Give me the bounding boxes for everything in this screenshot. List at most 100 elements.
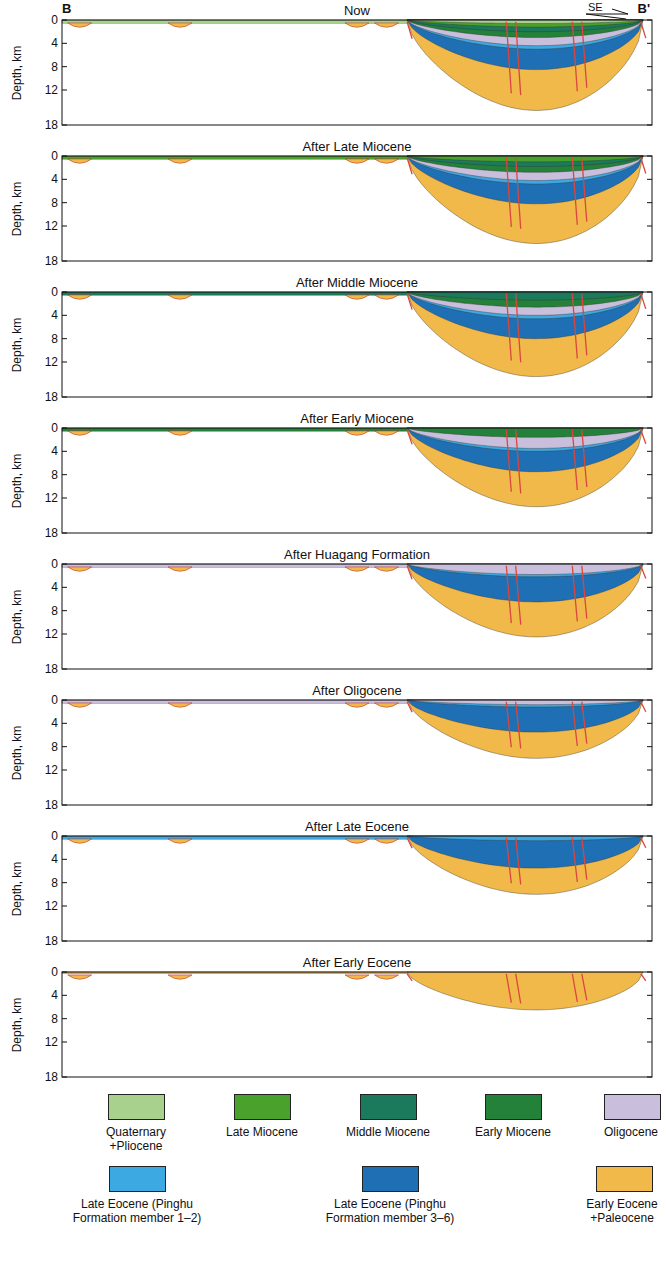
stratigraphic-unit [407, 156, 643, 162]
stratigraphic-unit [407, 20, 643, 46]
tick-label: 0 [51, 557, 58, 571]
fault-line [582, 702, 587, 744]
panel-title: After Early Eocene [62, 956, 652, 970]
graben-fill [168, 431, 192, 435]
axis-tick [647, 564, 652, 565]
fault-line [516, 430, 521, 494]
cross-section-panel [62, 20, 652, 125]
tick-label: 12 [45, 1035, 58, 1049]
axis-tick [647, 723, 652, 724]
fault-line [407, 430, 412, 445]
axis-tick [647, 700, 652, 701]
graben-fill [345, 295, 369, 299]
graben-fill [375, 839, 399, 843]
fault-line [506, 294, 511, 361]
stratigraphic-unit [407, 700, 643, 705]
axis-title: Depth, km [10, 453, 24, 508]
tick-label: 4 [51, 36, 58, 50]
graben-fill [168, 23, 192, 27]
stratigraphic-unit [407, 564, 643, 602]
tick-label: 0 [51, 693, 58, 707]
stratigraphic-unit [407, 292, 643, 307]
axis-tick [647, 292, 652, 293]
axis-tick [62, 587, 67, 588]
legend-label: Late Eocene (Pinghu Formation member 1–2… [62, 1197, 212, 1225]
fault-line [506, 22, 511, 93]
axis-tick [62, 669, 67, 670]
axis-tick [62, 1077, 67, 1078]
fault-line [506, 974, 511, 1003]
axis-title: Depth, km [10, 997, 24, 1052]
fault-line [407, 566, 412, 579]
axis-tick [647, 125, 652, 126]
axis-tick [62, 428, 67, 429]
panel-title: After Oligocene [62, 684, 652, 698]
axis-tick [647, 859, 652, 860]
fault-line [516, 974, 521, 1004]
fault-line [506, 158, 511, 227]
graben-fill [68, 567, 92, 571]
tick-label: 0 [51, 149, 58, 163]
stratigraphic-unit [407, 20, 643, 110]
stratigraphic-unit [407, 428, 643, 437]
axis-tick [647, 66, 652, 67]
graben-fill [68, 839, 92, 843]
axis-tick [647, 338, 652, 339]
axis-tick [62, 723, 67, 724]
tick-label: 4 [51, 444, 58, 458]
axis-tick [647, 474, 652, 475]
cross-section-panel [62, 700, 652, 805]
axis-tick [647, 669, 652, 670]
direction-label: SE [588, 0, 603, 14]
fault-line [641, 702, 646, 712]
tick-label: 18 [45, 390, 58, 404]
axis-tick [647, 156, 652, 157]
axis-tick [647, 261, 652, 262]
axis-title: Depth, km [10, 317, 24, 372]
axis-title: Depth, km [10, 725, 24, 780]
graben-fill [68, 23, 92, 27]
axis-tick [62, 805, 67, 806]
axis-tick [62, 125, 67, 126]
fault-line [506, 702, 511, 748]
fault-line [516, 838, 521, 885]
fault-line [582, 158, 587, 222]
tick-label: 8 [51, 332, 58, 346]
axis-tick [62, 859, 67, 860]
fault-line [572, 974, 577, 1002]
stratigraphic-unit [407, 20, 643, 32]
legend-label: Quaternary +Pliocene [86, 1125, 186, 1153]
axis-tick [647, 397, 652, 398]
axis-tick [647, 20, 652, 21]
axis-tick [647, 634, 652, 635]
graben-fill [68, 975, 92, 979]
stratigraphic-unit [407, 292, 643, 319]
tick-label: 4 [51, 172, 58, 186]
axis-tick [647, 972, 652, 973]
panel-title: After Late Eocene [62, 820, 652, 834]
axis-title: Depth, km [10, 589, 24, 644]
axis-tick [647, 805, 652, 806]
fault-line [572, 566, 577, 622]
panel-frame [62, 156, 652, 261]
stratigraphic-unit [407, 20, 643, 70]
tick-label: 18 [45, 934, 58, 948]
axis-tick [647, 770, 652, 771]
axis-tick [647, 43, 652, 44]
fault-line [641, 22, 646, 38]
axis-tick [647, 315, 652, 316]
cross-section-panel [62, 292, 652, 397]
cross-section-panel [62, 156, 652, 261]
graben-fill [345, 159, 369, 163]
axis-tick [647, 995, 652, 996]
axis-tick [647, 836, 652, 837]
legend-label: Middle Miocene [338, 1125, 438, 1139]
fault-line [407, 974, 412, 981]
axis-tick [647, 906, 652, 907]
axis-tick [62, 995, 67, 996]
legend-swatch [360, 1094, 417, 1120]
panel-title: After Early Miocene [62, 412, 652, 426]
cross-section-panel [62, 836, 652, 941]
fault-line [641, 158, 646, 174]
axis-tick [62, 882, 67, 883]
